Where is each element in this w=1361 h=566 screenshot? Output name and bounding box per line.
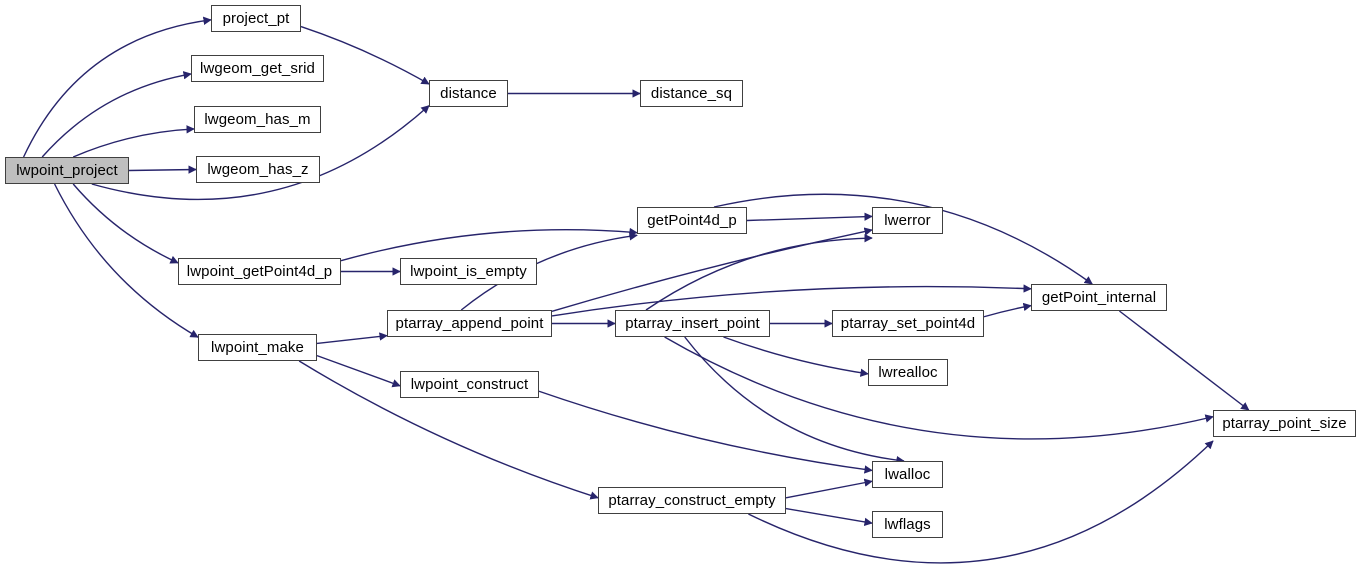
graph-node-ptarray_insert_point[interactable]: ptarray_insert_point [615,310,770,337]
graph-edge-ptarray_insert_point-to-lwrealloc [723,336,869,377]
graph-edge-ptarray_insert_point-to-ptarray_point_size [664,336,1214,440]
graph-node-label: lwpoint_is_empty [410,263,527,280]
graph-node-lwalloc[interactable]: lwalloc [872,461,943,488]
graph-node-label: lwgeom_has_m [204,111,311,128]
graph-node-label: distance_sq [650,85,733,102]
graph-node-getPoint4d_p[interactable]: getPoint4d_p [637,207,747,234]
graph-edge-getPoint_internal-to-ptarray_point_size [1118,310,1250,411]
graph-node-label: lwpoint_getPoint4d_p [186,263,333,280]
graph-node-lwgeom_has_z[interactable]: lwgeom_has_z [196,156,320,183]
graph-edge-lwpoint_project-to-lwpoint_make [53,183,199,338]
graph-node-label: ptarray_point_size [1222,415,1347,432]
graph-node-label: getPoint_internal [1041,289,1157,306]
graph-node-label: lwpoint_construct [410,376,529,393]
graph-edge-ptarray_construct_empty-to-ptarray_point_size [748,440,1214,564]
graph-node-label: lwpoint_project [16,162,118,179]
graph-node-label: lwerror [884,212,931,229]
graph-node-lwpoint_is_empty[interactable]: lwpoint_is_empty [400,258,537,285]
graph-node-lwpoint_make[interactable]: lwpoint_make [198,334,317,361]
graph-edge-lwpoint_construct-to-lwalloc [538,390,873,474]
graph-node-ptarray_set_point4d[interactable]: ptarray_set_point4d [832,310,984,337]
graph-edge-getPoint4d_p-to-lwerror [746,212,873,222]
graph-edge-ptarray_append_point-to-lwerror [551,227,873,313]
graph-node-lwgeom_has_m[interactable]: lwgeom_has_m [194,106,321,133]
graph-edge-lwpoint_make-to-lwpoint_construct [316,354,401,388]
graph-edge-ptarray_construct_empty-to-lwalloc [785,478,873,499]
graph-node-lwrealloc[interactable]: lwrealloc [868,359,948,386]
graph-node-label: ptarray_insert_point [625,315,760,332]
graph-node-lwgeom_get_srid[interactable]: lwgeom_get_srid [191,55,324,82]
graph-node-label: lwrealloc [878,364,938,381]
graph-edge-lwpoint_project-to-project_pt [22,16,212,158]
graph-node-lwflags[interactable]: lwflags [872,511,943,538]
graph-node-label: lwpoint_make [211,339,304,356]
graph-edge-lwpoint_project-to-lwgeom_has_m [72,125,195,158]
graph-edge-ptarray_insert_point-to-lwerror [645,233,873,311]
graph-node-label: distance [440,85,497,102]
graph-node-project_pt[interactable]: project_pt [211,5,301,32]
graph-node-label: getPoint4d_p [647,212,737,229]
graph-node-label: lwgeom_get_srid [200,60,315,77]
graph-node-label: project_pt [222,10,290,27]
graph-node-ptarray_construct_empty[interactable]: ptarray_construct_empty [598,487,786,514]
graph-edge-lwpoint_project-to-lwgeom_has_z [128,165,197,174]
graph-node-distance_sq[interactable]: distance_sq [640,80,743,107]
graph-node-label: ptarray_set_point4d [840,315,976,332]
graph-node-label: lwflags [884,516,931,533]
graph-edge-lwpoint_project-to-lwgeom_get_srid [41,71,192,158]
graph-edge-lwpoint_getPoint4d_p-to-getPoint4d_p [340,227,638,262]
graph-node-lwpoint_construct[interactable]: lwpoint_construct [400,371,539,398]
graph-edge-ptarray_insert_point-to-lwalloc [684,336,905,465]
graph-node-distance[interactable]: distance [429,80,508,107]
graph-node-ptarray_append_point[interactable]: ptarray_append_point [387,310,552,337]
graph-edge-ptarray_set_point4d-to-getPoint_internal [983,302,1032,318]
graph-node-lwpoint_getPoint4d_p[interactable]: lwpoint_getPoint4d_p [178,258,341,285]
graph-node-getPoint_internal[interactable]: getPoint_internal [1031,284,1167,311]
graph-node-lwerror[interactable]: lwerror [872,207,943,234]
graph-node-label: ptarray_append_point [395,315,544,332]
graph-edge-lwpoint_project-to-lwpoint_getPoint4d_p [72,183,179,264]
graph-node-label: ptarray_construct_empty [608,492,776,509]
graph-edge-lwpoint_make-to-ptarray_append_point [316,332,388,345]
graph-edge-ptarray_construct_empty-to-lwflags [785,507,873,527]
graph-node-ptarray_point_size[interactable]: ptarray_point_size [1213,410,1356,437]
graph-node-label: lwalloc [884,466,931,483]
graph-node-label: lwgeom_has_z [207,161,309,178]
graph-node-lwpoint_project[interactable]: lwpoint_project [5,157,129,184]
